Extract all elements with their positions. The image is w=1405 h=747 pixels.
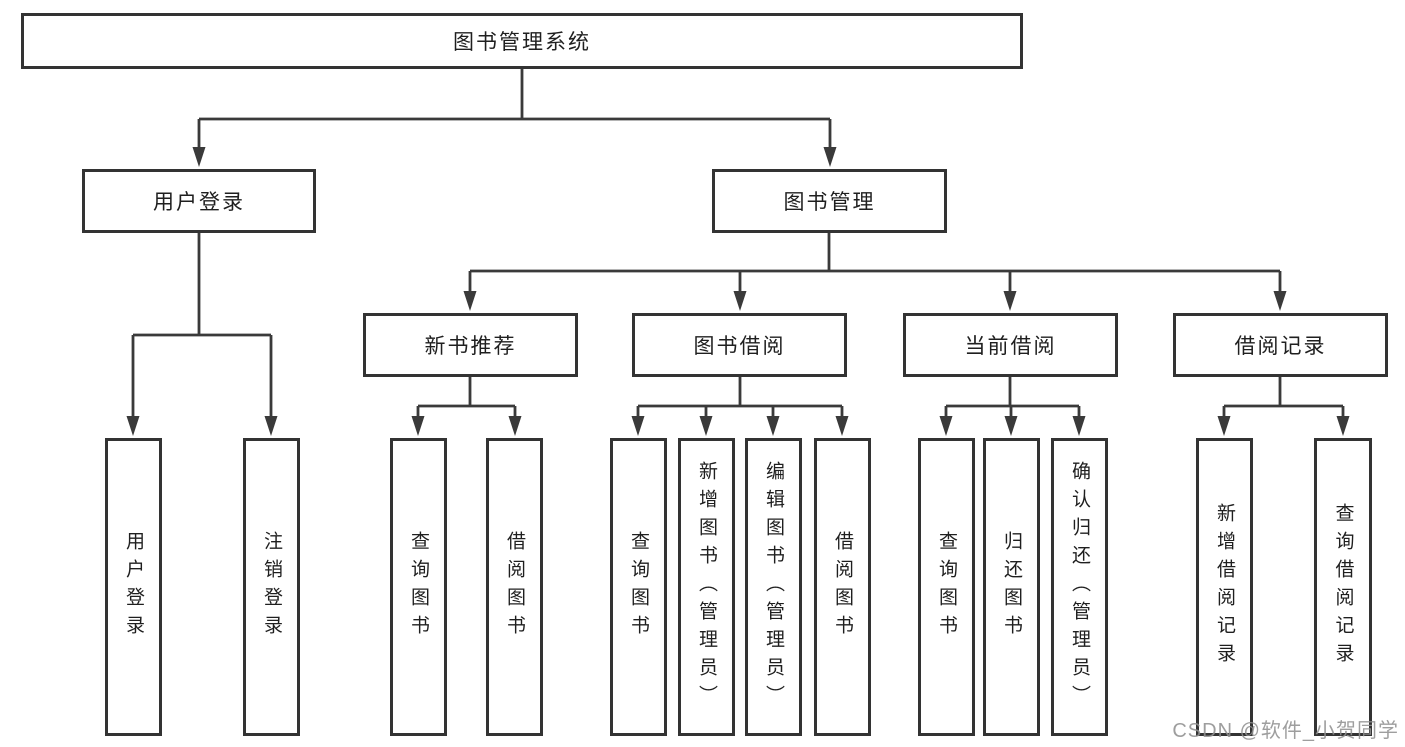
arrowheads-newbooks-leaves [411,416,522,436]
leaf-borrow-books-recommend: 借阅图书 [486,438,543,736]
leaf-query-books-recommend-label: 查询图书 [408,531,429,643]
node-borrow-records-label: 借阅记录 [1234,335,1327,358]
node-book-borrow: 图书借阅 [632,313,847,377]
leaf-logout: 注销登录 [243,438,300,736]
arrowheads-login-leaves [126,416,278,436]
edge-current-to-leaves [944,377,1081,417]
leaf-borrow-books-label: 借阅图书 [832,531,853,643]
leaf-query-books-borrow: 查询图书 [610,438,667,736]
node-current-borrow: 当前借阅 [903,313,1118,377]
node-root-label: 图书管理系统 [453,31,591,54]
leaf-query-books-current-label: 查询图书 [936,531,957,643]
node-root: 图书管理系统 [21,13,1023,69]
leaf-borrow-books: 借阅图书 [814,438,871,736]
arrowheads-records-leaves [1217,416,1350,436]
csdn-watermark: CSDN @软件_小贺同学 [1172,720,1399,742]
leaf-add-books-admin-label: 新增图书（管理员） [696,461,717,713]
leaf-query-books-recommend: 查询图书 [390,438,447,736]
leaf-borrow-books-recommend-label: 借阅图书 [504,531,525,643]
leaf-query-books-borrow-label: 查询图书 [628,531,649,643]
edge-newbooks-to-leaves [416,377,517,417]
leaf-query-borrow-record: 查询借阅记录 [1314,438,1372,736]
edge-records-to-leaves [1222,377,1345,417]
leaf-add-borrow-record: 新增借阅记录 [1196,438,1253,736]
leaf-user-login-label: 用户登录 [123,531,144,643]
leaf-add-books-admin: 新增图书（管理员） [678,438,735,736]
edge-root-to-level2 [197,69,832,148]
leaf-return-books-label: 归还图书 [1001,531,1022,643]
node-new-book-recommend: 新书推荐 [363,313,578,377]
node-current-borrow-label: 当前借阅 [964,335,1057,358]
edge-borrow-to-leaves [636,377,844,417]
edge-management-to-level3 [468,233,1282,292]
node-book-management: 图书管理 [712,169,947,233]
node-new-book-recommend-label: 新书推荐 [424,335,517,358]
leaf-edit-books-admin: 编辑图书（管理员） [745,438,802,736]
node-user-login: 用户登录 [82,169,316,233]
arrowheads-borrow-leaves [631,416,849,436]
leaf-logout-label: 注销登录 [261,531,282,643]
node-borrow-records: 借阅记录 [1173,313,1388,377]
leaf-query-books-current: 查询图书 [918,438,975,736]
leaf-add-borrow-record-label: 新增借阅记录 [1214,503,1235,671]
leaf-confirm-return-admin: 确认归还（管理员） [1051,438,1108,736]
arrowheads-level2 [192,147,837,167]
node-user-login-label: 用户登录 [153,191,245,214]
arrowheads-current-leaves [939,416,1086,436]
leaf-return-books: 归还图书 [983,438,1040,736]
node-book-management-label: 图书管理 [783,191,876,214]
node-book-borrow-label: 图书借阅 [693,335,786,358]
leaf-user-login: 用户登录 [105,438,162,736]
arrowheads-level3 [463,291,1287,311]
leaf-edit-books-admin-label: 编辑图书（管理员） [763,461,784,713]
edge-login-to-leaves [131,233,273,417]
leaf-query-borrow-record-label: 查询借阅记录 [1332,503,1354,671]
leaf-confirm-return-admin-label: 确认归还（管理员） [1069,461,1090,713]
